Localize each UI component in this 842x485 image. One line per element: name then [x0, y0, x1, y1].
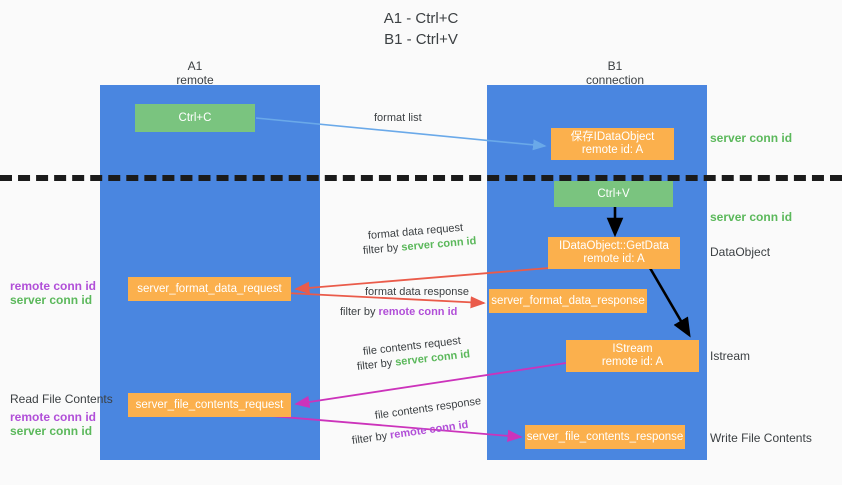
- left-label-server-conn-id-1: server conn id: [10, 293, 93, 307]
- column-header-a1: A1 remote: [120, 59, 270, 87]
- filter-value-remote-conn-id: remote conn id: [378, 306, 458, 318]
- node-ctrl-v-label: Ctrl+V: [597, 187, 630, 200]
- title-line-1: A1 - Ctrl+C: [383, 10, 459, 27]
- node-server-format-data-request[interactable]: server_format_data_request: [128, 277, 291, 301]
- node-save-idataobject[interactable]: 保存IDataObject remote id: A: [551, 128, 674, 160]
- node-server-file-contents-response[interactable]: server_file_contents_response: [525, 425, 685, 449]
- side-label-dataobject: DataObject: [710, 245, 771, 259]
- node-idataobject-getdata[interactable]: IDataObject::GetData remote id: A: [548, 237, 680, 269]
- edge-label-format-list: format list: [374, 112, 422, 124]
- node-idataobject-getdata-line2: remote id: A: [583, 253, 645, 265]
- edge-label-file-contents-response-filter: filter by remote conn id: [351, 418, 469, 448]
- filter-prefix: filter by: [340, 306, 379, 318]
- node-server-file-contents-request[interactable]: server_file_contents_request: [128, 393, 291, 417]
- node-server-format-data-request-label: server_format_data_request: [137, 282, 282, 295]
- side-label-server-conn-id-mid: server conn id: [710, 210, 793, 224]
- node-server-format-data-response[interactable]: server_format_data_response: [489, 289, 647, 313]
- node-istream-line2: remote id: A: [601, 356, 664, 368]
- left-label-read-file-contents: Read File Contents: [10, 392, 113, 406]
- node-server-file-contents-response-label: server_file_contents_response: [526, 430, 684, 443]
- filter-prefix: filter by: [356, 356, 396, 373]
- side-label-write-file-contents: Write File Contents: [710, 431, 812, 445]
- title-line-2: B1 - Ctrl+V: [384, 31, 458, 48]
- filter-value-remote-conn-id: remote conn id: [389, 418, 470, 442]
- side-label-istream: Istream: [710, 349, 751, 363]
- left-label-server-conn-id-2: server conn id: [10, 424, 93, 438]
- node-save-idataobject-line1: 保存IDataObject: [570, 131, 655, 143]
- column-header-b1: B1 connection: [540, 59, 690, 87]
- node-ctrl-c-label: Ctrl+C: [178, 111, 212, 124]
- node-istream-line1: IStream: [612, 343, 653, 355]
- phase-divider: [0, 175, 842, 181]
- node-server-file-contents-request-label: server_file_contents_request: [135, 398, 284, 411]
- column-header-a1-name: A1: [187, 59, 203, 73]
- side-label-server-conn-id-top: server conn id: [710, 131, 793, 145]
- left-label-remote-conn-id-2: remote conn id: [10, 410, 97, 424]
- left-label-remote-conn-id-1: remote conn id: [10, 279, 97, 293]
- node-istream[interactable]: IStream remote id: A: [566, 340, 699, 372]
- column-header-b1-name: B1: [607, 59, 623, 73]
- node-server-format-data-response-label: server_format_data_response: [491, 294, 645, 307]
- node-idataobject-getdata-line1: IDataObject::GetData: [559, 240, 669, 252]
- edge-label-format-data-response-filter: filter by remote conn id: [340, 305, 457, 319]
- page-title: A1 - Ctrl+C B1 - Ctrl+V: [0, 8, 842, 50]
- column-header-b1-sub: connection: [585, 73, 645, 87]
- filter-prefix: filter by: [351, 429, 391, 447]
- node-ctrl-v[interactable]: Ctrl+V: [554, 181, 673, 207]
- node-ctrl-c[interactable]: Ctrl+C: [135, 104, 255, 132]
- filter-prefix: filter by: [362, 241, 402, 257]
- column-header-a1-sub: remote: [176, 73, 214, 87]
- edge-label-format-data-response: format data response: [365, 286, 469, 298]
- node-save-idataobject-line2: remote id: A: [581, 144, 644, 156]
